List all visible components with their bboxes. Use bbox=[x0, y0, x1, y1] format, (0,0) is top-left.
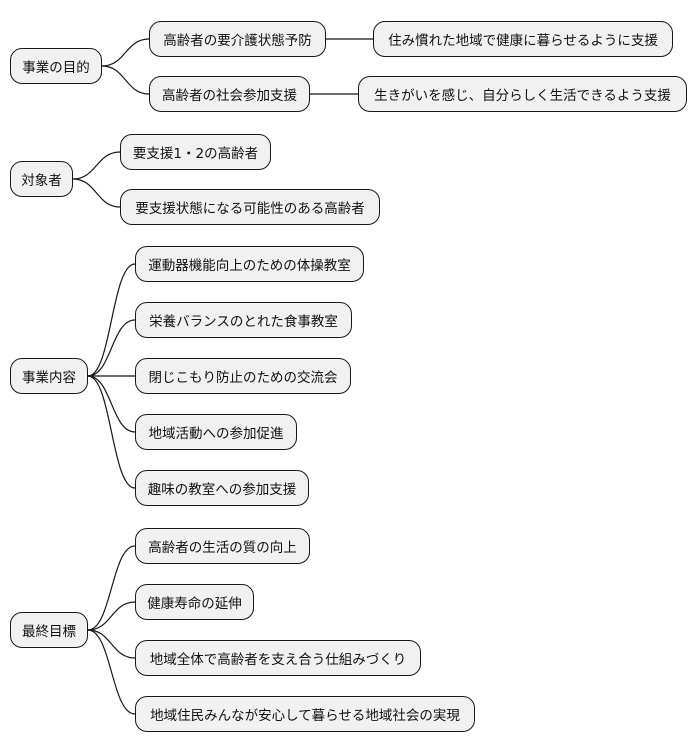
node-potential-support-need: 要支援状態になる可能性のある高齢者 bbox=[120, 189, 380, 225]
root-node-purpose: 事業の目的 bbox=[10, 48, 102, 84]
connector-line bbox=[87, 601, 136, 631]
node-social-participation: 高齢者の社会参加支援 bbox=[149, 76, 310, 112]
connector-line bbox=[87, 545, 136, 631]
node-live-healthy-support: 住み慣れた地域で健康に暮らせるように支援 bbox=[373, 21, 673, 57]
node-exercise-class: 運動器機能向上のための体操教室 bbox=[135, 246, 364, 282]
connector-line bbox=[87, 629, 136, 715]
connector-line bbox=[87, 629, 136, 659]
node-quality-of-life: 高齢者の生活の質の向上 bbox=[135, 528, 310, 564]
node-healthy-lifespan: 健康寿命の延伸 bbox=[135, 584, 254, 620]
node-safe-community: 地域住民みんなが安心して暮らせる地域社会の実現 bbox=[135, 696, 475, 732]
connector-line bbox=[101, 65, 150, 95]
node-nutrition-class: 栄養バランスのとれた食事教室 bbox=[135, 302, 352, 338]
node-community-activity: 地域活動への参加促進 bbox=[135, 414, 297, 450]
node-social-gathering: 閉じこもり防止のための交流会 bbox=[135, 358, 351, 394]
root-node-goal: 最終目標 bbox=[10, 612, 88, 648]
root-node-target: 対象者 bbox=[10, 161, 73, 197]
root-node-activities: 事業内容 bbox=[10, 358, 88, 394]
node-hobby-class: 趣味の教室への参加支援 bbox=[135, 470, 309, 506]
connector-line bbox=[87, 375, 136, 489]
connector-line bbox=[87, 319, 136, 377]
connector-line bbox=[101, 38, 150, 67]
connector-line bbox=[87, 263, 136, 377]
node-mutual-support-system: 地域全体で高齢者を支え合う仕組みづくり bbox=[135, 640, 421, 676]
connector-line bbox=[87, 375, 136, 433]
node-care-prevention: 高齢者の要介護状態予防 bbox=[149, 21, 326, 57]
connector-line bbox=[72, 151, 121, 180]
connector-line bbox=[72, 178, 121, 208]
node-support-level-1-2: 要支援1・2の高齢者 bbox=[120, 134, 271, 170]
node-purpose-in-life-support: 生きがいを感じ、自分らしく生活できるよう支援 bbox=[358, 76, 687, 112]
